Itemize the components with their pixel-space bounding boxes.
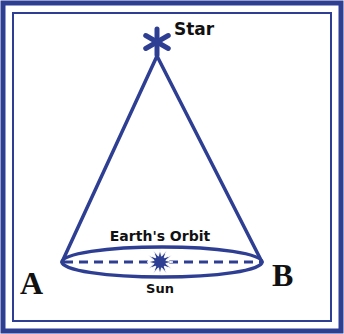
point-label: B — [272, 258, 293, 293]
point-label: A — [20, 266, 43, 301]
label-slot: Sun — [146, 282, 174, 296]
sun-symbol — [147, 249, 173, 275]
label-slot: Earth's Orbit — [110, 229, 210, 244]
star-label: Star — [174, 20, 214, 39]
orbit-ellipse — [62, 247, 262, 277]
sun-label: Sun — [146, 282, 174, 296]
star-symbol — [146, 29, 169, 55]
outer-frame — [3, 3, 341, 331]
label-slot: Star — [174, 20, 214, 39]
inner-frame — [13, 13, 331, 321]
label-slot: B — [272, 258, 293, 293]
orbit-label: Earth's Orbit — [110, 229, 210, 244]
sun-burst — [147, 249, 173, 275]
star-spoke — [146, 36, 169, 49]
label-slot: A — [20, 266, 43, 301]
star-spoke — [146, 36, 169, 49]
